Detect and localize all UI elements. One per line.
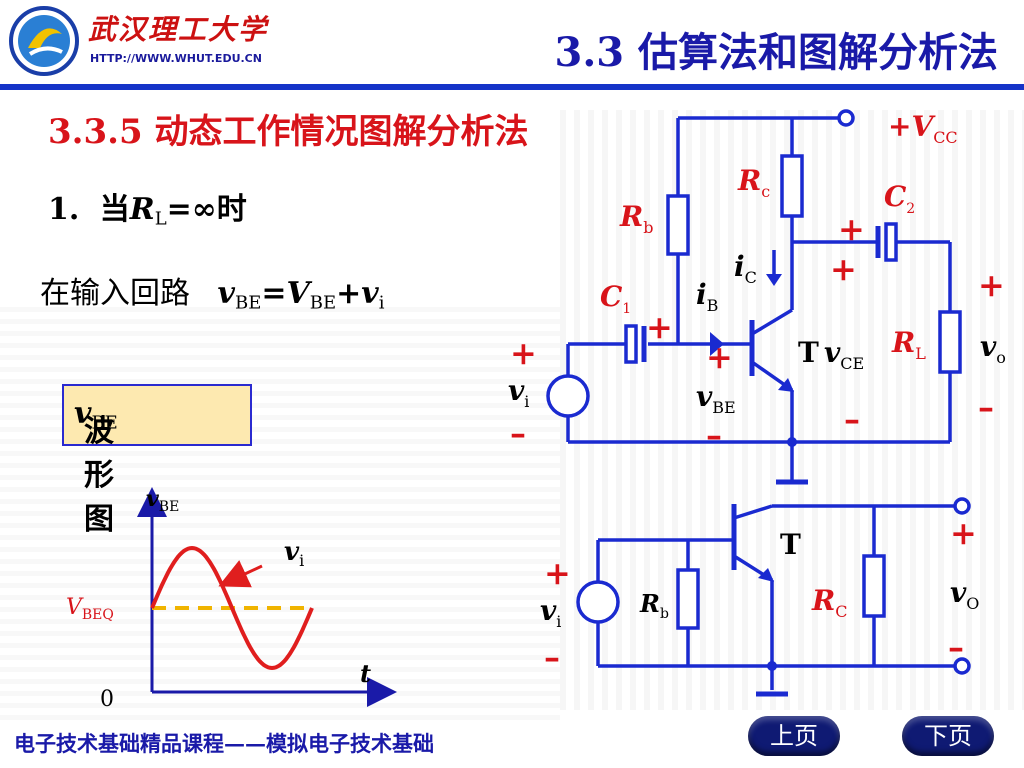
ac-vi-minus: –: [544, 638, 560, 676]
ib-label: iB: [696, 278, 718, 315]
ac-emitter-arrow-icon: [758, 568, 774, 582]
ac-vo-minus: –: [948, 628, 964, 666]
emitter-arrow-icon: [778, 378, 794, 392]
x-axis-label: t: [360, 659, 371, 688]
input-loop-text: 在输入回路: [40, 276, 190, 311]
transistor-label: T: [798, 336, 819, 369]
vce-label: vCE: [824, 336, 864, 373]
university-logo: [6, 4, 256, 78]
vbe-label: vBE: [696, 380, 736, 417]
case-suffix: =∞时: [166, 192, 247, 227]
ac-vi-label: vi: [540, 594, 561, 631]
vbe-minus: –: [706, 416, 722, 454]
ac-rb-label: Rb: [639, 589, 669, 622]
ac-vo-plus: +: [950, 514, 977, 552]
rc-label: Rc: [737, 164, 770, 201]
vi-signal-curve: [150, 545, 314, 671]
ac-equivalent-circuit: T vi vO RC Rb + – + –: [540, 497, 979, 697]
c2-label: C2: [884, 180, 915, 217]
rl-symbol: R: [129, 192, 155, 227]
section-title: 3.3.5 动态工作情况图解分析法: [48, 112, 529, 152]
vcc-label: +VCC: [888, 110, 958, 147]
vo-minus: –: [978, 388, 994, 426]
vbe-plus: +: [706, 338, 733, 376]
course-footer: 电子技术基础精品课程——模拟电子技术基础: [14, 731, 434, 756]
case-prefix: 当: [99, 192, 130, 227]
vi-label: vi: [508, 374, 529, 411]
vo-label: vo: [980, 330, 1006, 367]
prev-page-button[interactable]: 上页: [748, 716, 840, 756]
header-divider: [0, 84, 1024, 90]
origin-label: 0: [100, 687, 114, 710]
slide-title: 3.3 估算法和图解分析法: [554, 29, 998, 76]
university-url[interactable]: HTTP://WWW.WHUT.EDU.CN: [90, 52, 262, 65]
ce-amplifier-circuit: +VCC Rc Rb C2 C1 RL iC iB T vCE vBE vo v…: [508, 109, 1006, 485]
vbeq-label: VBEQ: [66, 595, 114, 623]
vo-plus: +: [978, 266, 1005, 304]
case-number: 1.: [48, 192, 80, 227]
university-name: 武汉理工大学: [88, 13, 269, 46]
vce-minus: –: [844, 400, 860, 438]
c1-label: C1: [600, 280, 631, 317]
ib-arrow-icon: [710, 332, 724, 356]
ic-label: iC: [734, 250, 757, 287]
next-page-button[interactable]: 下页: [902, 716, 994, 756]
c2-plus-upper: +: [838, 210, 865, 248]
vi-pointer-arrow: [218, 560, 263, 588]
ac-vi-plus: +: [544, 554, 571, 592]
c1-plus: +: [646, 308, 673, 346]
rl-label: RL: [891, 326, 926, 363]
vi-minus: –: [510, 414, 526, 452]
rl-symbol-sub: L: [154, 208, 167, 230]
ac-vo-label: vO: [950, 576, 979, 613]
vi-plus: +: [510, 334, 537, 372]
ic-arrow-icon: [766, 274, 782, 286]
c2-plus-lower: +: [830, 250, 857, 288]
background-texture-left: [0, 300, 560, 720]
vi-label: vi: [284, 537, 304, 570]
vbe-waveform-plot: vBE vi VBEQ t 0: [66, 486, 397, 710]
case-heading: 1. 当RL=∞时: [48, 184, 247, 229]
ac-transistor-label: T: [780, 528, 801, 561]
ac-rc-label: RC: [811, 584, 848, 621]
input-loop-equation: 在输入回路 vBE=VBE+vi: [40, 268, 385, 313]
logo-emblem-icon: [9, 6, 79, 76]
rb-label: Rb: [619, 200, 654, 237]
y-axis-label: vBE: [146, 486, 179, 515]
vbe-equation: vBE=VBE+vi: [217, 276, 385, 314]
